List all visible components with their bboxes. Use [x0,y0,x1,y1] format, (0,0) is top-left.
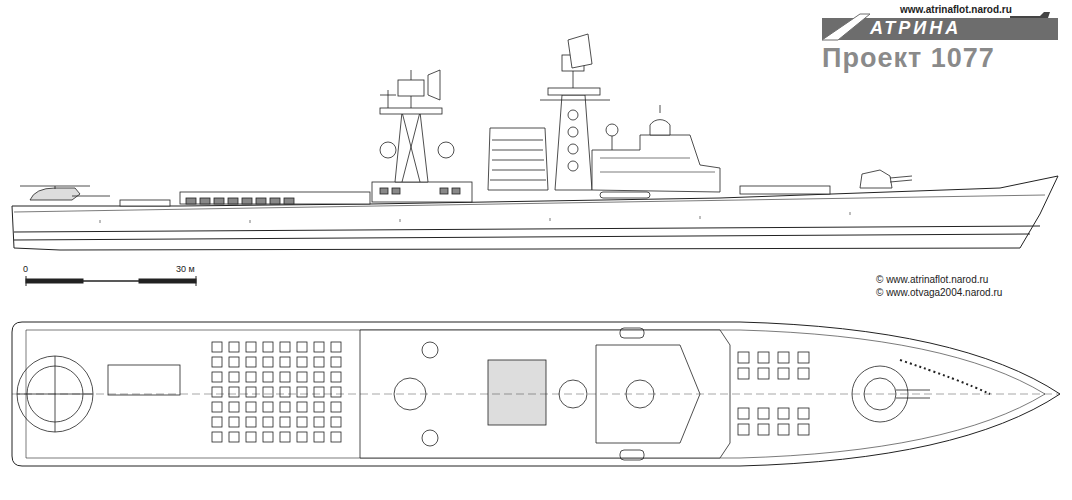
logo-text: АТРИНА [870,19,961,39]
aft-mast [380,70,454,182]
missile-cell [798,424,809,435]
missile-cell [280,432,290,442]
aft-superstructure [120,182,472,206]
logo-mark [822,14,870,40]
missile-cell [263,372,273,382]
missile-cell [738,424,749,435]
scale-length: 30 м [176,265,195,275]
missile-cell [778,368,789,379]
missile-cell [758,352,769,363]
missile-cell [229,342,239,352]
missile-cell [246,402,256,412]
missile-cell [738,368,749,379]
logo-url: www.atrinaflot.narod.ru [900,4,1012,15]
missile-cell [331,357,341,367]
missile-cell [331,372,341,382]
missile-cell [280,417,290,427]
missile-cell [738,352,749,363]
missile-cell [246,372,256,382]
missile-cell [798,352,809,363]
missile-cell [758,424,769,435]
drawing-title: Проект 1077 [822,44,995,74]
missile-cell [280,402,290,412]
missile-cell [212,387,222,397]
missile-cell [297,357,307,367]
plan-gun [852,360,990,422]
missile-cell [263,387,273,397]
missile-cell [263,402,273,412]
missile-cell [246,357,256,367]
forward-armament [740,170,912,194]
missile-cell [314,402,324,412]
copyright: © www.atrinaflot.narod.ru [876,274,988,285]
missile-cell [229,432,239,442]
missile-cell [212,402,222,412]
missile-cell [758,408,769,419]
missile-cell [212,357,222,367]
missile-cell [212,372,222,382]
missile-cell [280,372,290,382]
missile-cell [263,417,273,427]
missile-cell [246,417,256,427]
missile-cell [263,432,273,442]
missile-cell [331,417,341,427]
missile-cell [778,424,789,435]
missile-cell [798,408,809,419]
missile-cell [297,402,307,412]
missile-cell [297,372,307,382]
missile-cell [314,417,324,427]
missile-cell [246,432,256,442]
missile-cell [331,342,341,352]
plan-hull [12,322,1060,466]
missile-cell [331,432,341,442]
bridge [592,105,720,198]
missile-cell [229,417,239,427]
scale-zero: 0 [23,265,28,275]
missile-cell [212,342,222,352]
missile-cell [314,342,324,352]
logo-ship [1010,12,1050,18]
missile-cell [246,387,256,397]
missile-cell [280,387,290,397]
copyright: © www.otvaga2004.narod.ru [876,287,1002,298]
missile-cell [778,408,789,419]
missile-cell [314,432,324,442]
funnel [488,128,548,190]
missile-cell [212,417,222,427]
missile-cell [314,387,324,397]
missile-cell [798,368,809,379]
missile-cell [280,357,290,367]
missile-cell [229,357,239,367]
missile-cell [246,342,256,352]
missile-cell [229,387,239,397]
centerline [12,394,1060,395]
missile-cell [758,368,769,379]
missile-cell [778,352,789,363]
missile-cell [297,387,307,397]
missile-cell [229,402,239,412]
missile-cell [331,402,341,412]
missile-cell [212,432,222,442]
missile-cell [738,408,749,419]
missile-cell [280,342,290,352]
missile-cell [297,417,307,427]
missile-cell [314,357,324,367]
missile-cell [297,342,307,352]
missile-cell [297,432,307,442]
missile-cell [263,357,273,367]
helicopter [20,186,110,200]
scale-bar [26,276,196,286]
missile-cell [229,372,239,382]
missile-cell [263,342,273,352]
missile-cell [331,387,341,397]
missile-cell [314,372,324,382]
